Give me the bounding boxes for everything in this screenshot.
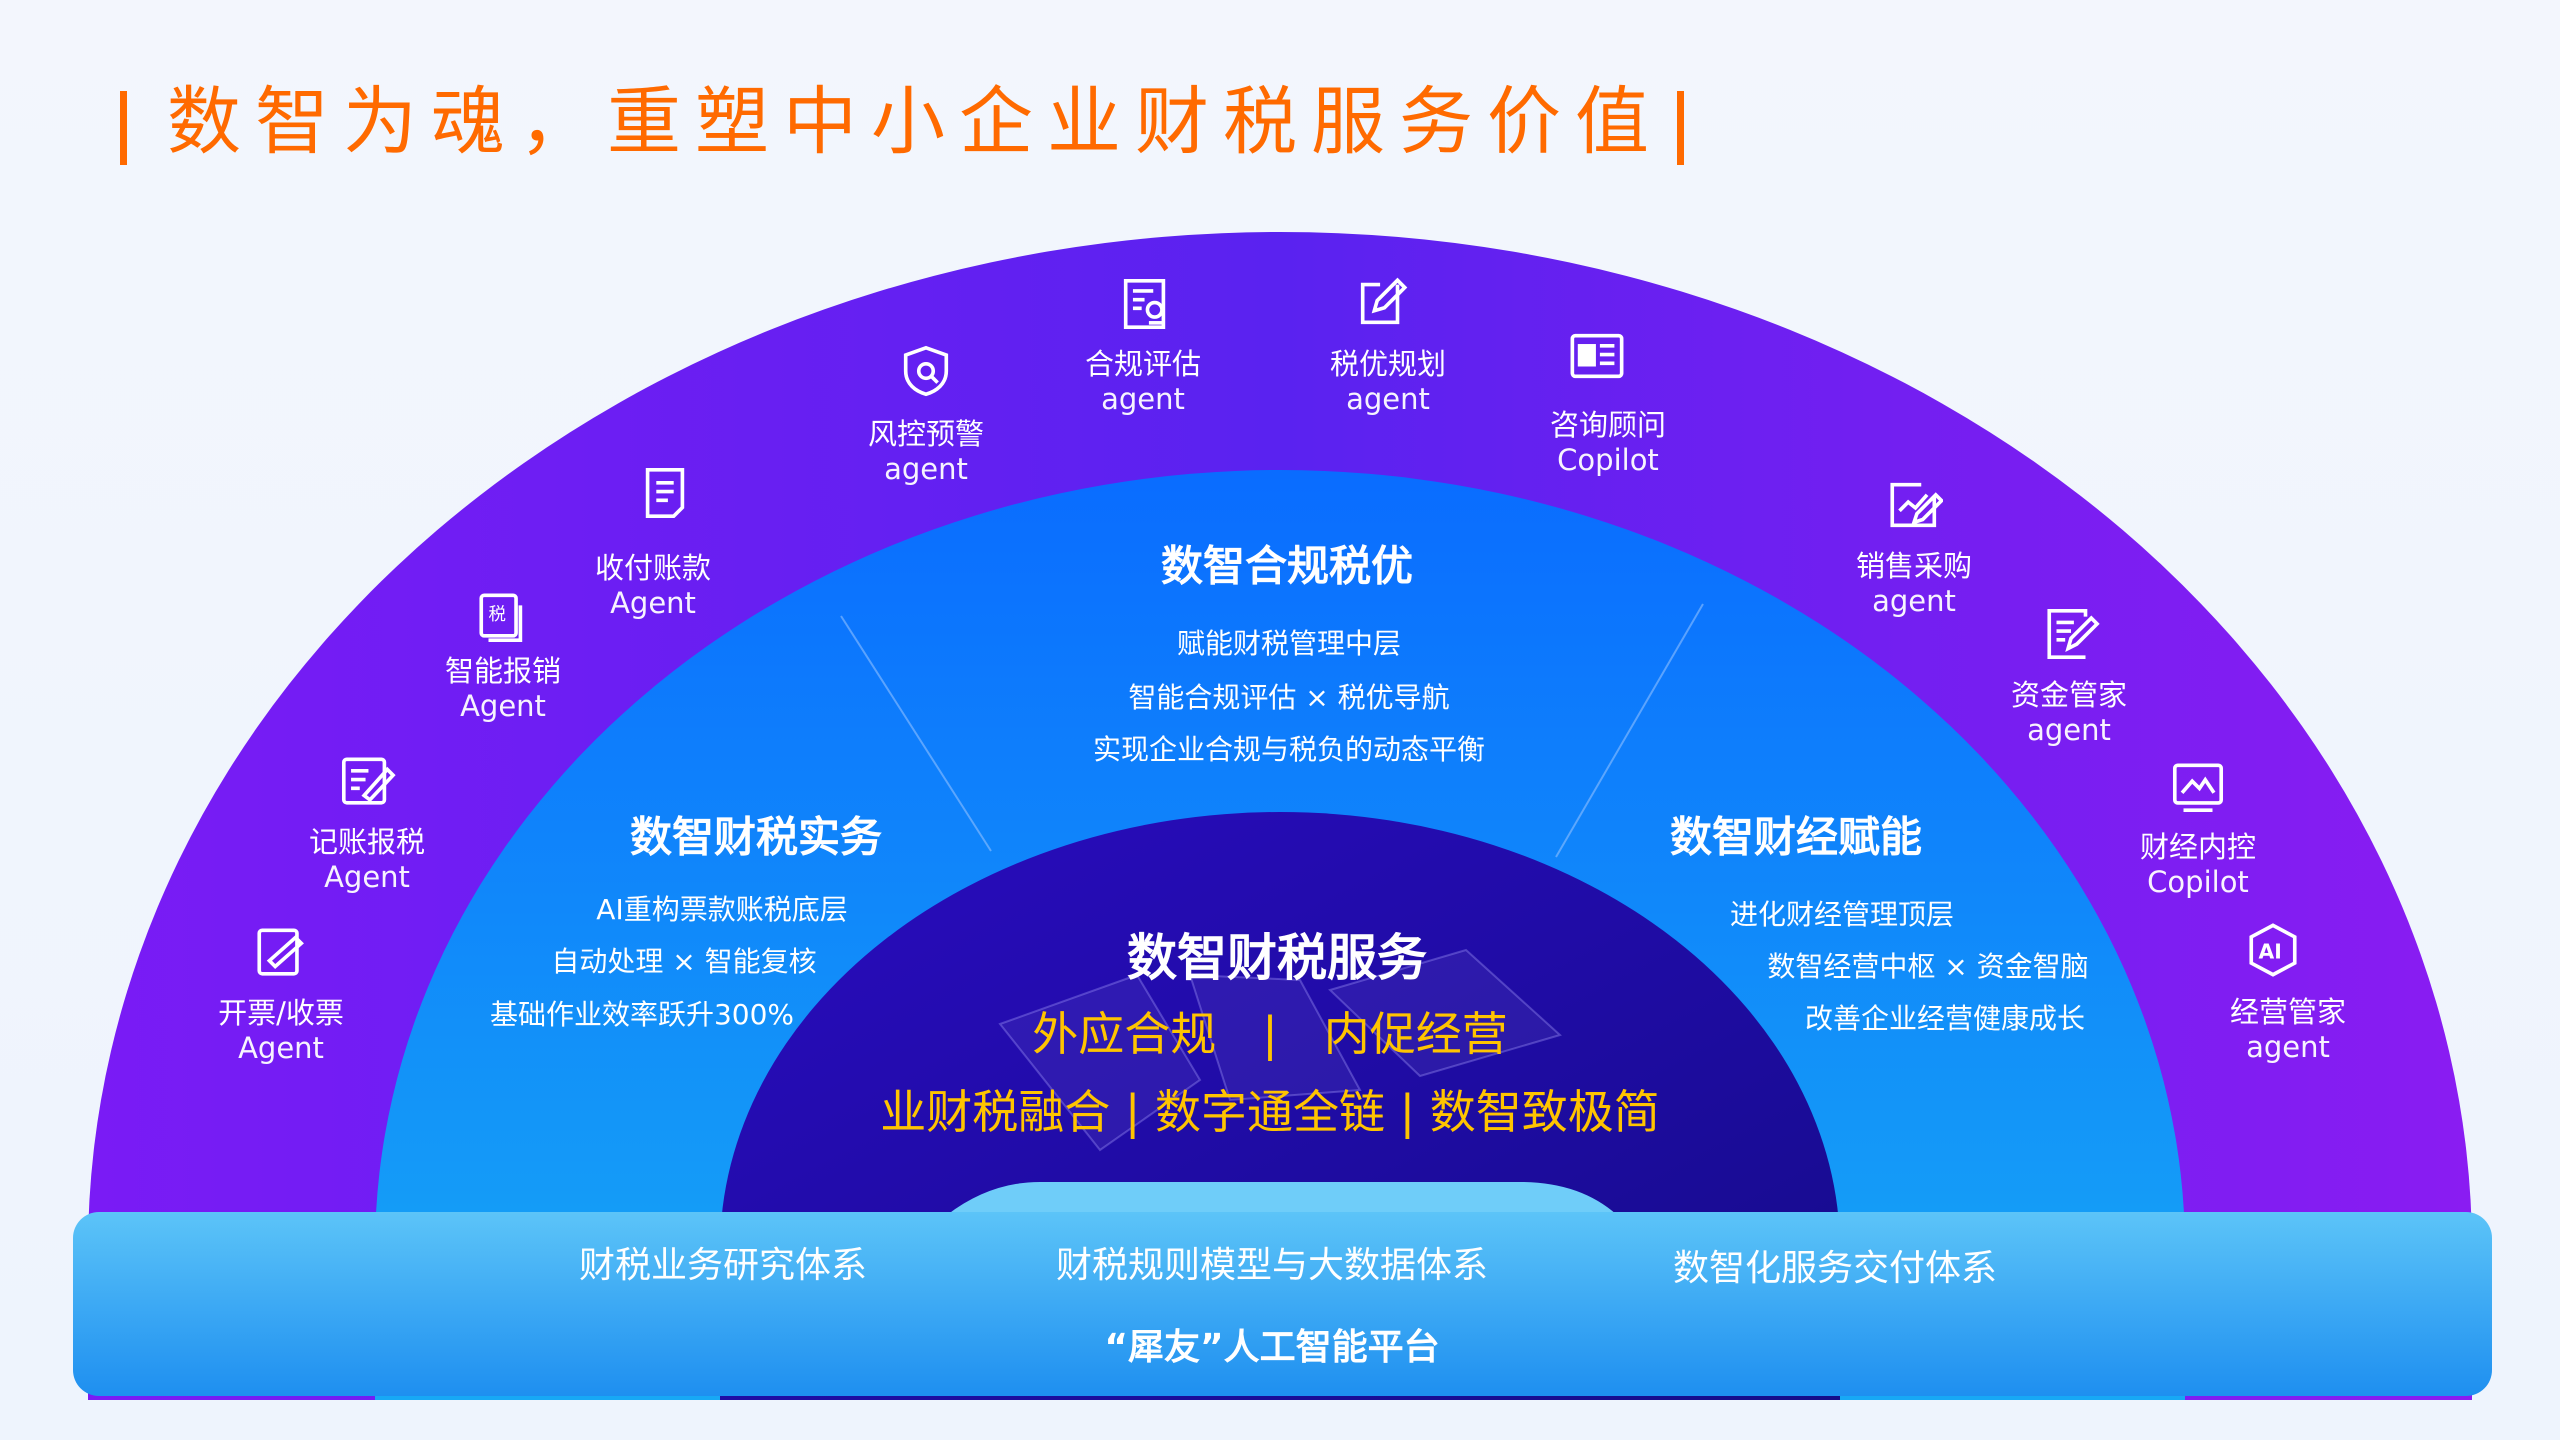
middle-line: 智能合规评估 × 税优导航 (1128, 681, 1450, 714)
divider-left (840, 615, 992, 852)
agent-name: 智能报销 (444, 654, 562, 688)
agent-name: 收付账款 (594, 551, 712, 585)
agent-type: agent (1101, 382, 1185, 416)
edit-icon (1360, 277, 1408, 325)
tax-receipt-icon: 税 (479, 593, 523, 643)
agent-type: agent (1872, 584, 1956, 618)
agent-type: agent (884, 452, 968, 486)
left-line: 自动处理 × 智能复核 (551, 945, 817, 978)
right-line: 进化财经管理顶层 (1729, 898, 1955, 931)
monitor-chart-icon (2172, 763, 2224, 813)
agent-name: 开票/收票 (218, 996, 344, 1030)
bookkeeping-icon (341, 757, 396, 805)
agent-name: 合规评估 (1084, 347, 1202, 381)
ai-hexagon-icon: AI (2249, 923, 2297, 977)
title-bar-right (1677, 90, 1684, 165)
platform-item: 财税业务研究体系 (578, 1245, 868, 1286)
agent-type: Agent (238, 1031, 324, 1065)
core-tagline: 外应合规 | 内促经营 (1032, 1007, 1508, 1061)
shield-icon (903, 345, 949, 397)
invoice-edit-icon (257, 928, 304, 976)
agent-type: agent (1346, 382, 1430, 416)
document-icon (645, 467, 685, 519)
finance-edit-icon (2047, 608, 2100, 660)
right-line: 数智经营中枢 × 资金智脑 (1767, 950, 2089, 983)
platform-name: “犀友”人工智能平台 (1104, 1327, 1440, 1368)
right-line: 改善企业经营健康成长 (1804, 1002, 2086, 1035)
platform-tab (947, 1182, 1617, 1215)
agent-name: 资金管家 (2010, 678, 2128, 712)
platform-item: 数智化服务交付体系 (1672, 1248, 1998, 1289)
core-pillars: 业财税融合 | 数字通全链 | 数智致极简 (880, 1085, 1660, 1139)
title-bar-left (120, 90, 127, 165)
platform-item: 财税规则模型与大数据体系 (1055, 1245, 1489, 1286)
left-section-title: 数智财税实务 (629, 812, 883, 862)
middle-line: 赋能财税管理中层 (1176, 627, 1402, 660)
svg-text:税: 税 (489, 605, 506, 625)
agent-name: 销售采购 (1855, 549, 1973, 583)
agent-name: 记账报税 (308, 825, 426, 859)
agent-type: Copilot (2147, 865, 2249, 899)
agent-type: Agent (610, 586, 696, 620)
decorative-diamonds (998, 948, 1562, 1152)
middle-section-title: 数智合规税优 (1160, 541, 1414, 591)
core-title: 数智财税服务 (1127, 929, 1427, 987)
agent-name: 风控预警 (867, 417, 985, 451)
left-line: 基础作业效率跃升300% (489, 998, 795, 1031)
platform-band (73, 1212, 2492, 1396)
agent-type: Copilot (1557, 443, 1659, 477)
newspaper-icon (1570, 333, 1624, 379)
title-text: 数智为魂，重塑中小企业财税服务价值 (167, 79, 1663, 165)
agent-name: 财经内控 (2139, 830, 2257, 864)
agent-type: agent (2027, 713, 2111, 747)
chart-edit-icon (1890, 482, 1943, 528)
divider-right (1555, 603, 1704, 858)
agent-type: agent (2246, 1030, 2330, 1064)
right-section-title: 数智财经赋能 (1669, 812, 1923, 862)
left-line: AI重构票款账税底层 (596, 893, 848, 926)
page-title: 数智为魂，重塑中小企业财税服务价值 (120, 62, 1684, 169)
svg-text:AI: AI (2259, 940, 2282, 964)
agent-name: 咨询顾问 (1549, 408, 1667, 442)
audit-document-icon (1123, 278, 1166, 330)
middle-line: 实现企业合规与税负的动态平衡 (1092, 733, 1486, 766)
agent-type: Agent (324, 860, 410, 894)
agent-name: 税优规划 (1329, 347, 1447, 381)
agent-name: 经营管家 (2229, 995, 2347, 1029)
agent-type: Agent (460, 689, 546, 723)
